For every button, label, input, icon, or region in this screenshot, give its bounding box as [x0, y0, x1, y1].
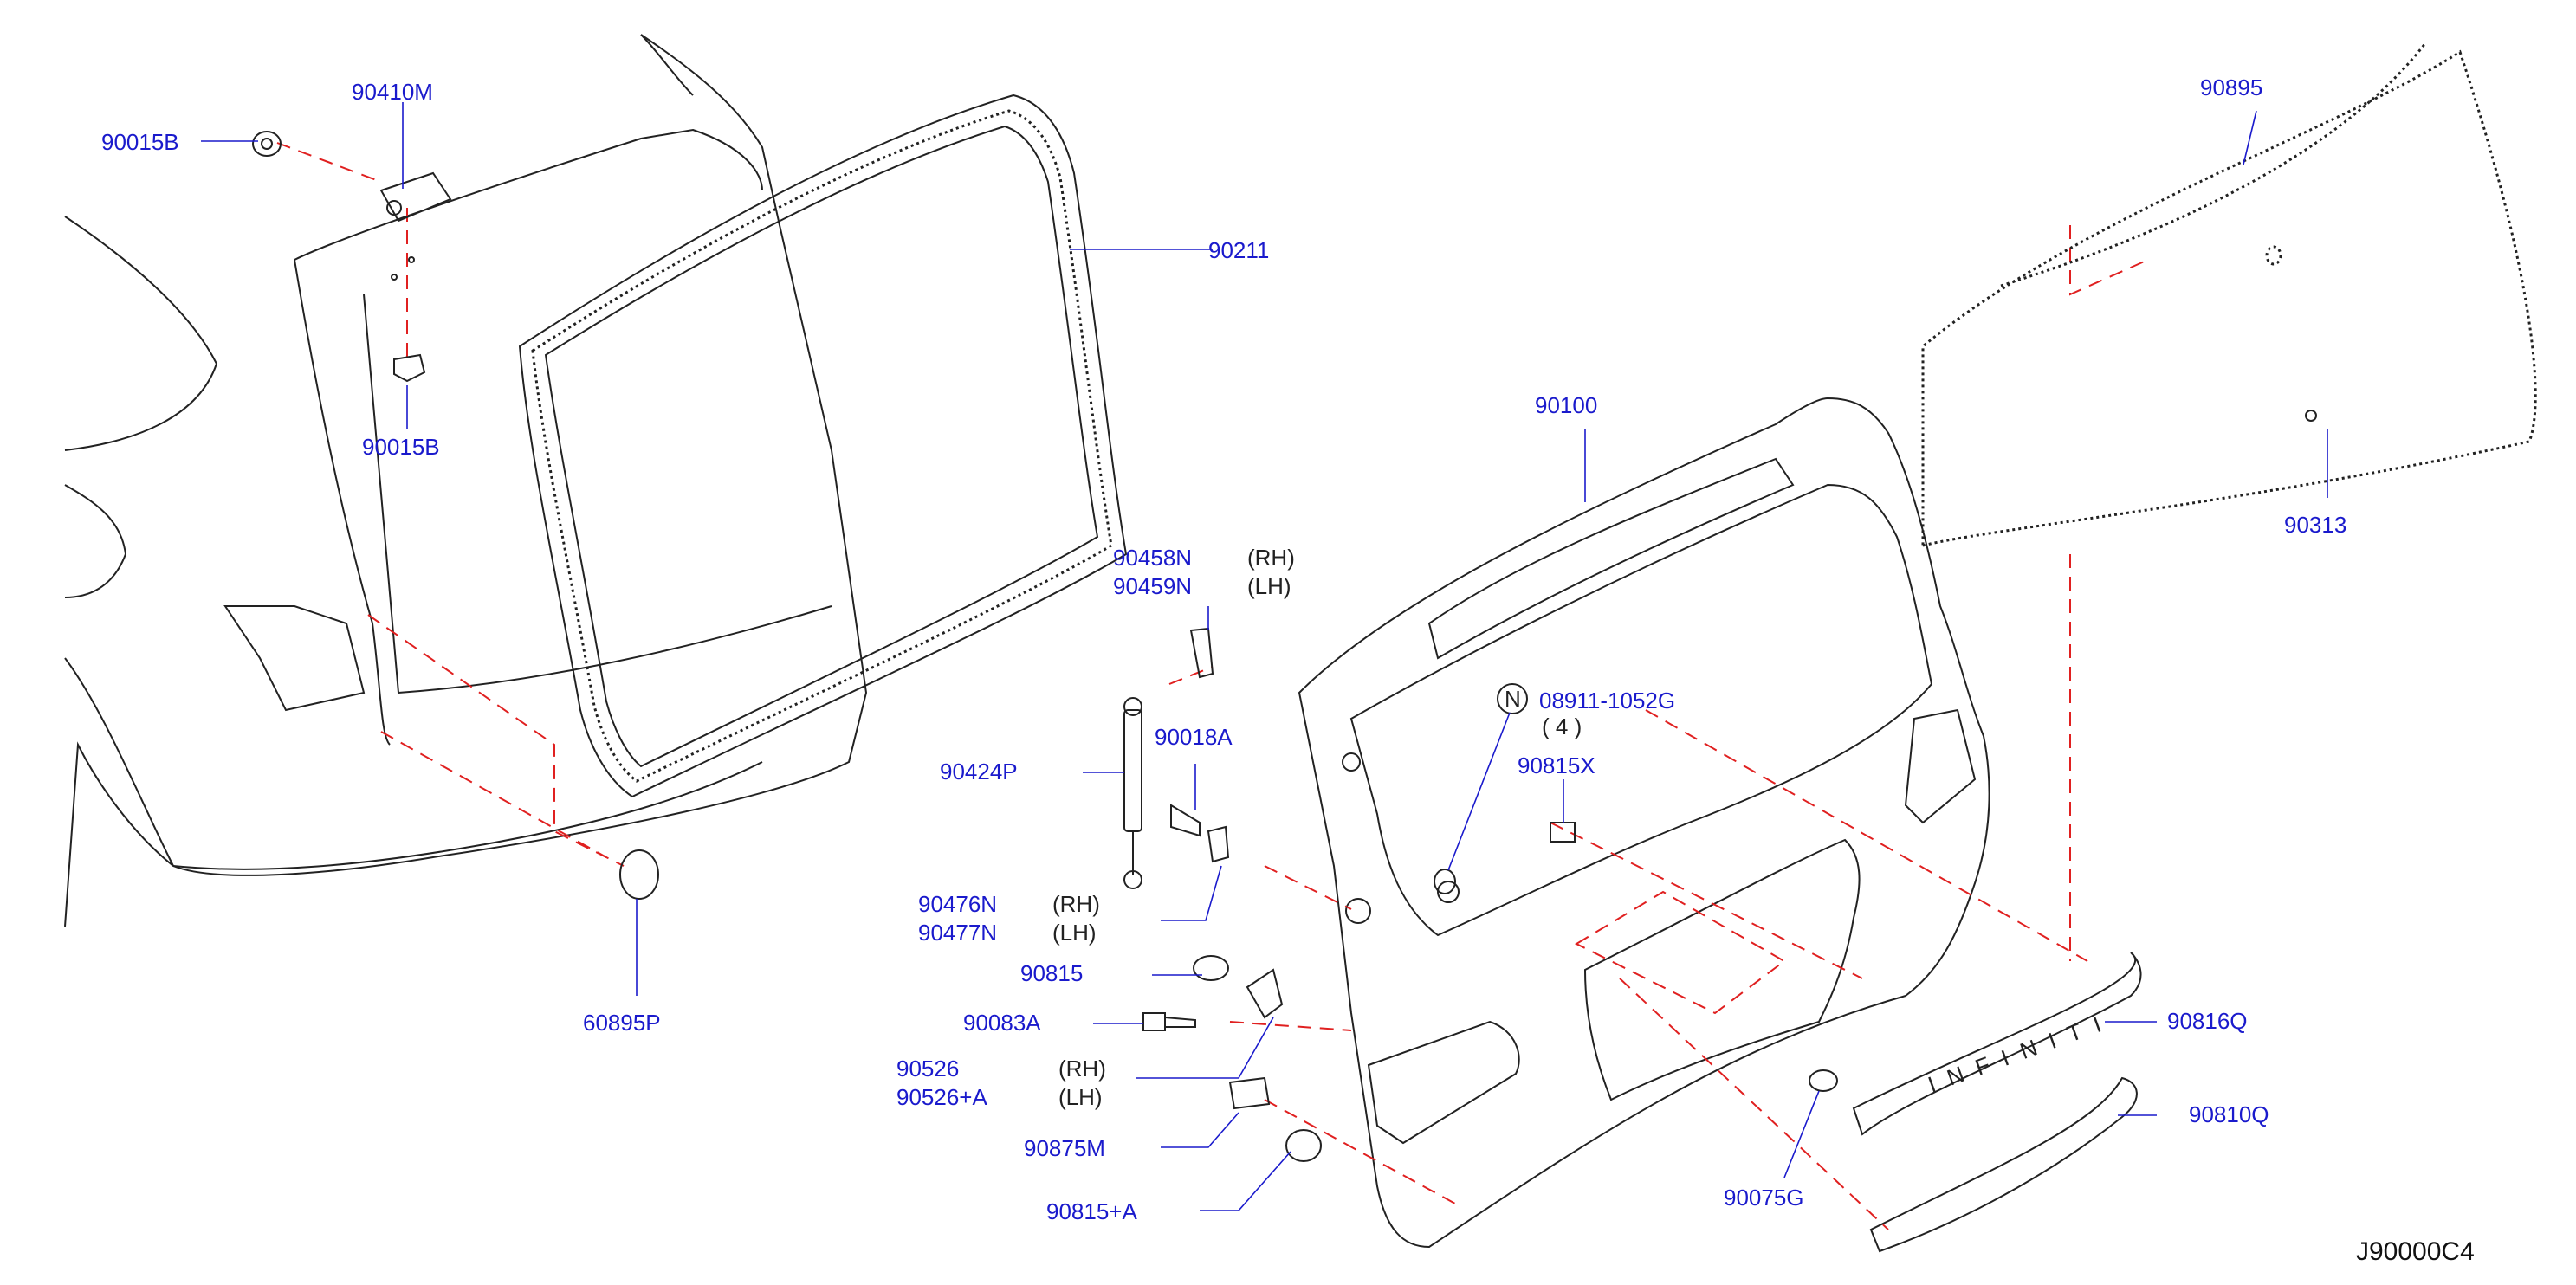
nut-08911	[1434, 683, 1528, 894]
bumper-90815A	[1285, 1129, 1322, 1162]
label-08911: 08911-1052G	[1539, 688, 1675, 714]
label-90018A: 90018A	[1155, 724, 1233, 750]
label-90458N: 90458N	[1113, 545, 1192, 571]
label-90015B-top: 90015B	[101, 129, 179, 155]
bolt-90018A	[1170, 804, 1201, 837]
clip-90075G	[1809, 1069, 1838, 1092]
diagram-code: J90000C4	[2356, 1237, 2475, 1266]
bolt-90083A	[1142, 1012, 1196, 1031]
label-90477N: 90477N	[918, 920, 997, 946]
label-90526-side: (RH)	[1058, 1056, 1106, 1082]
rear-glass-90895	[1921, 42, 2537, 547]
label-90100: 90100	[1535, 392, 1597, 418]
label-90815A: 90815+A	[1046, 1198, 1137, 1224]
label-leader-lines	[201, 102, 2328, 1211]
nut-90015B-top	[252, 131, 282, 157]
gas-strut-90424P	[1123, 697, 1142, 889]
label-90313: 90313	[2284, 512, 2346, 538]
label-90810Q: 90810Q	[2189, 1101, 2269, 1127]
emblem-text: INFINITI	[1925, 1006, 2118, 1098]
clip-90015B-lower	[393, 353, 426, 383]
tailgate-panel	[1298, 397, 1990, 1249]
strut-bracket-90476N	[1207, 825, 1230, 863]
pad-90815X	[1550, 822, 1576, 843]
pad-90875M	[1228, 1076, 1271, 1110]
tailgate-dashed-leaders	[1168, 225, 2149, 1230]
label-90477N-side: (LH)	[1052, 920, 1097, 946]
label-90075G: 90075G	[1724, 1185, 1804, 1211]
label-90816Q: 90816Q	[2167, 1008, 2248, 1034]
body-dashed-leaders	[276, 142, 625, 867]
label-90424P: 90424P	[940, 759, 1018, 785]
label-90476N-side: (RH)	[1052, 891, 1100, 917]
label-90895: 90895	[2200, 74, 2262, 100]
label-90459N: 90459N	[1113, 573, 1192, 599]
label-90410M: 90410M	[352, 79, 433, 105]
finisher-90810Q	[1869, 1076, 2138, 1253]
label-90083A: 90083A	[963, 1010, 1041, 1036]
label-90815: 90815	[1020, 960, 1083, 986]
label-90458N-side: (RH)	[1247, 545, 1295, 571]
label-90459N-side: (LH)	[1247, 573, 1291, 599]
label-90815X: 90815X	[1518, 752, 1595, 778]
label-60895P: 60895P	[583, 1010, 661, 1036]
part-labels: 90015B 90410M 90015B 90211 60895P 90895 …	[101, 74, 2475, 1266]
bracket-90410M	[379, 171, 452, 281]
label-90526A: 90526+A	[896, 1084, 987, 1110]
bumper-90815	[1193, 955, 1229, 981]
label-08911-prefix: N	[1505, 686, 1521, 712]
label-90875M: 90875M	[1024, 1135, 1105, 1161]
label-90211: 90211	[1208, 237, 1269, 263]
label-90476N: 90476N	[918, 891, 997, 917]
label-90526: 90526	[896, 1056, 959, 1082]
label-90526A-side: (LH)	[1058, 1084, 1103, 1110]
vehicle-body-outline	[64, 34, 868, 927]
cap-60895P	[619, 849, 659, 900]
hinge-90526	[1246, 968, 1284, 1019]
label-08911-qty: ( 4 )	[1542, 714, 1582, 739]
strut-bracket-90458N	[1189, 627, 1214, 679]
finisher-90816Q	[1852, 952, 2142, 1136]
weatherstrip-seal	[518, 94, 1128, 798]
label-90015B-lower: 90015B	[362, 434, 440, 460]
